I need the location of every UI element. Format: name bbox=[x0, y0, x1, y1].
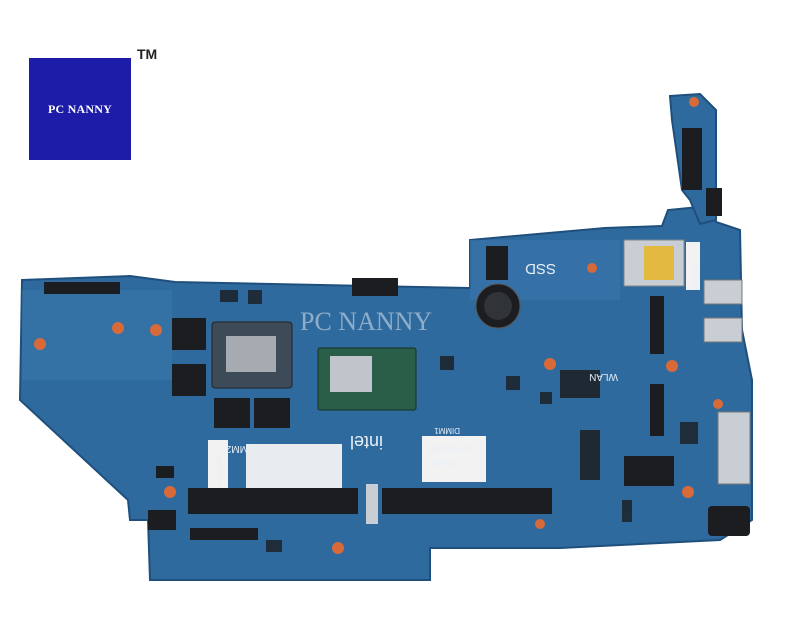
trademark-symbol: TM bbox=[137, 46, 158, 62]
brand-logo: PC NANNY bbox=[29, 58, 131, 160]
dimm1-label: DIMM1 bbox=[434, 426, 460, 435]
vram-chip bbox=[214, 398, 250, 428]
ram-slot-dimm2 bbox=[188, 488, 358, 514]
vram-chip bbox=[172, 318, 206, 350]
watermark: PC NANNY bbox=[300, 307, 432, 336]
test-pads bbox=[34, 97, 723, 554]
intel-label: intel bbox=[350, 432, 383, 452]
display-port bbox=[717, 411, 751, 485]
part-number-sticker bbox=[422, 436, 486, 482]
part-number-text: 802792-001 bbox=[430, 445, 473, 454]
ram-slot-dimm1 bbox=[382, 488, 552, 514]
battery-connector bbox=[352, 278, 398, 296]
ssd-label: SSD bbox=[525, 260, 556, 277]
usb-port bbox=[703, 317, 743, 343]
vram-chip bbox=[254, 398, 290, 428]
ssd-m2-slot bbox=[486, 246, 508, 280]
side-code-text: 2Q2004F bbox=[217, 457, 224, 486]
dimm2-sticker bbox=[246, 444, 342, 488]
sata-connector bbox=[682, 128, 702, 190]
wlan-m2-slot bbox=[650, 384, 664, 436]
corner-code-text: L150731 bbox=[692, 263, 699, 290]
usb-port bbox=[703, 279, 743, 305]
rev-text: SD7A1 bbox=[430, 459, 456, 468]
brand-logo-text: PC NANNY bbox=[48, 101, 112, 116]
dc-jack bbox=[708, 506, 750, 536]
dimm2-label: DIMM2 bbox=[225, 443, 258, 454]
vram-chip bbox=[172, 364, 206, 396]
wlan-label: WLAN bbox=[589, 371, 618, 382]
m2-slot bbox=[650, 296, 664, 354]
audio-jack bbox=[706, 188, 722, 216]
